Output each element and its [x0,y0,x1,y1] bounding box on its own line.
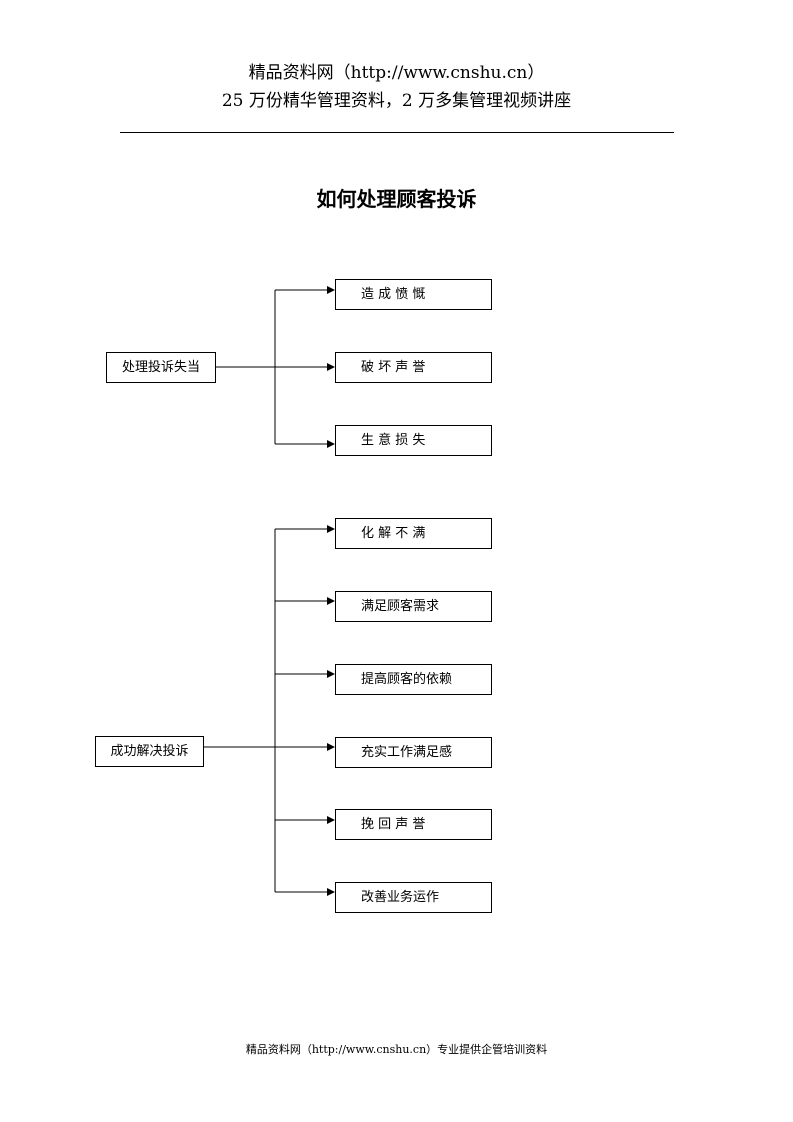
cause-box-successful-resolution: 成功解决投诉 [95,736,204,767]
result-box: 造 成 愤 慨 [335,279,492,310]
header-divider [120,132,674,133]
page-title: 如何处理顾客投诉 [316,187,477,211]
result-box: 充实工作满足感 [335,737,492,768]
result-box: 挽 回 声 誉 [335,809,492,840]
cause-box-improper-handling: 处理投诉失当 [106,352,216,383]
result-box: 提高顾客的依赖 [335,664,492,695]
header-site-line: 精品资料网（http://www.cnshu.cn） [248,63,545,83]
result-box: 满足顾客需求 [335,591,492,622]
result-box: 破 坏 声 誉 [335,352,492,383]
result-box: 化 解 不 满 [335,518,492,549]
page-footer: 精品资料网（http://www.cnshu.cn）专业提供企管培训资料 [245,1043,548,1056]
header-tagline: 25 万份精华管理资料，2 万多集管理视频讲座 [221,91,572,111]
result-box: 生 意 损 失 [335,425,492,456]
result-box: 改善业务运作 [335,882,492,913]
